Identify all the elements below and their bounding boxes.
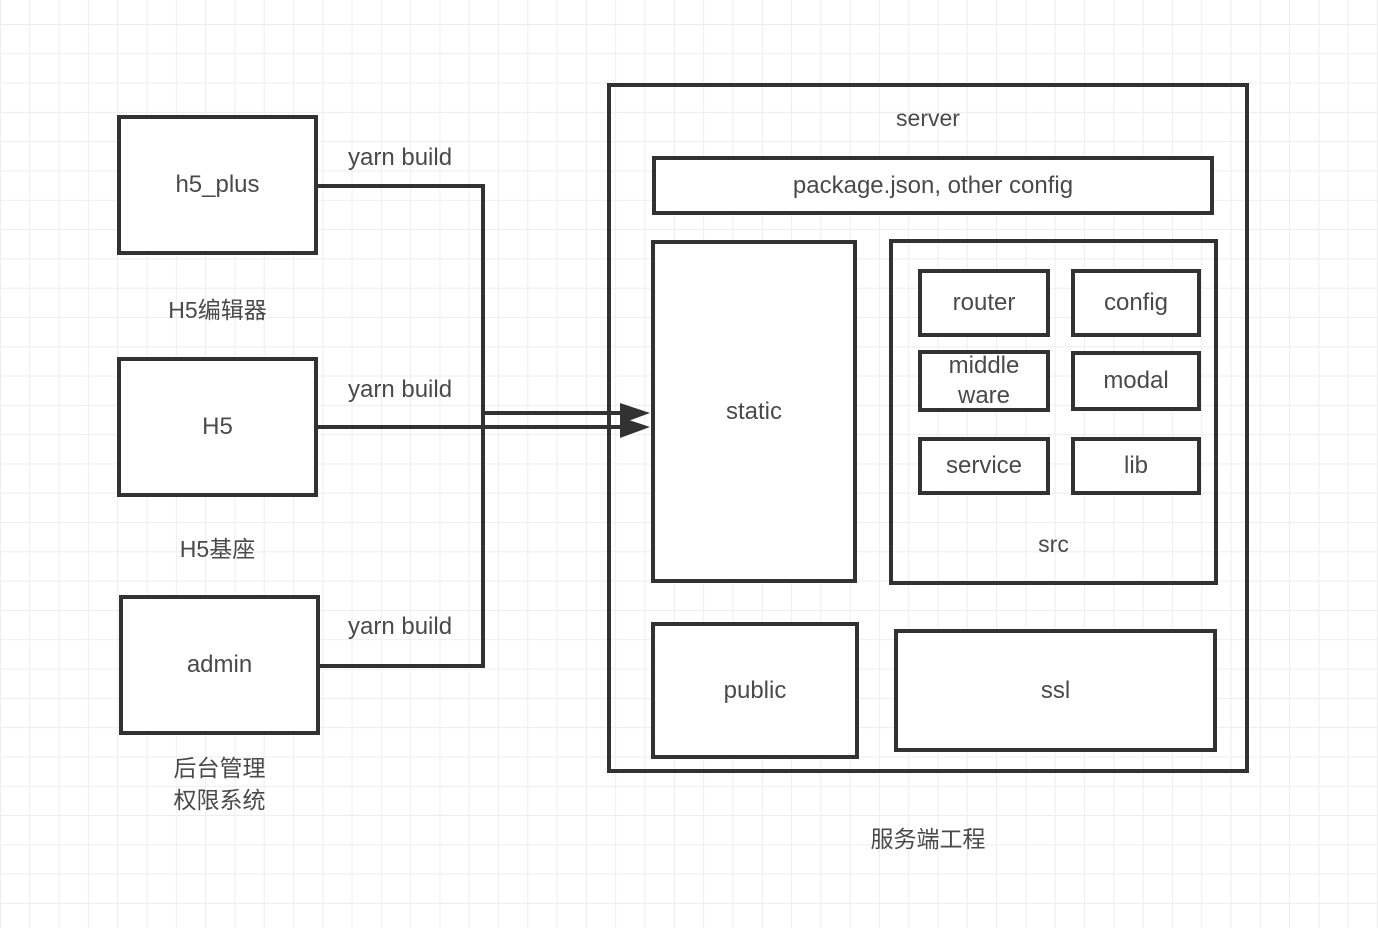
node-service[interactable]: service: [918, 437, 1050, 495]
edge-label-yarn-build-1: yarn build: [348, 144, 453, 171]
edge-label-yarn-build-2: yarn build: [348, 376, 453, 403]
server-container[interactable]: server package.json, other config static…: [607, 83, 1249, 773]
node-admin-label: admin: [186, 651, 253, 678]
node-public-label: public: [723, 676, 787, 704]
node-lib-label: lib: [1123, 452, 1148, 479]
node-h5-plus-label: h5_plus: [175, 171, 260, 198]
server-caption: 服务端工程: [870, 826, 986, 852]
node-ssl[interactable]: ssl: [894, 629, 1217, 752]
node-service-label: service: [945, 452, 1023, 479]
node-modal-label: modal: [1103, 367, 1169, 394]
node-admin[interactable]: admin: [119, 595, 320, 735]
node-public[interactable]: public: [651, 622, 859, 759]
arrowhead-top: [620, 403, 650, 424]
node-h5-label: H5: [202, 413, 233, 440]
edge-label-yarn-build-3: yarn build: [348, 613, 453, 640]
caption-admin-system: 后台管理 权限系统: [173, 755, 266, 814]
node-package-config[interactable]: package.json, other config: [652, 156, 1214, 215]
node-config[interactable]: config: [1071, 269, 1201, 337]
src-label: src: [1038, 531, 1069, 557]
src-container[interactable]: router config middle ware modal service …: [889, 239, 1218, 585]
arrowhead-bottom: [620, 417, 650, 438]
node-h5-plus[interactable]: h5_plus: [117, 115, 318, 255]
caption-h5-base: H5基座: [179, 536, 256, 562]
node-h5[interactable]: H5: [117, 357, 318, 497]
node-ssl-label: ssl: [1040, 676, 1071, 704]
node-static[interactable]: static: [651, 240, 857, 583]
node-config-label: config: [1103, 289, 1169, 316]
caption-h5-editor: H5编辑器: [168, 297, 267, 323]
server-title: server: [896, 105, 960, 131]
node-package-config-label: package.json, other config: [792, 171, 1074, 199]
node-lib[interactable]: lib: [1071, 437, 1201, 495]
node-static-label: static: [725, 397, 782, 425]
node-router-label: router: [952, 289, 1016, 316]
node-router[interactable]: router: [918, 269, 1050, 337]
node-middleware[interactable]: middle ware: [918, 350, 1050, 412]
node-middleware-label: middle ware: [948, 352, 1020, 409]
node-modal[interactable]: modal: [1071, 351, 1201, 411]
